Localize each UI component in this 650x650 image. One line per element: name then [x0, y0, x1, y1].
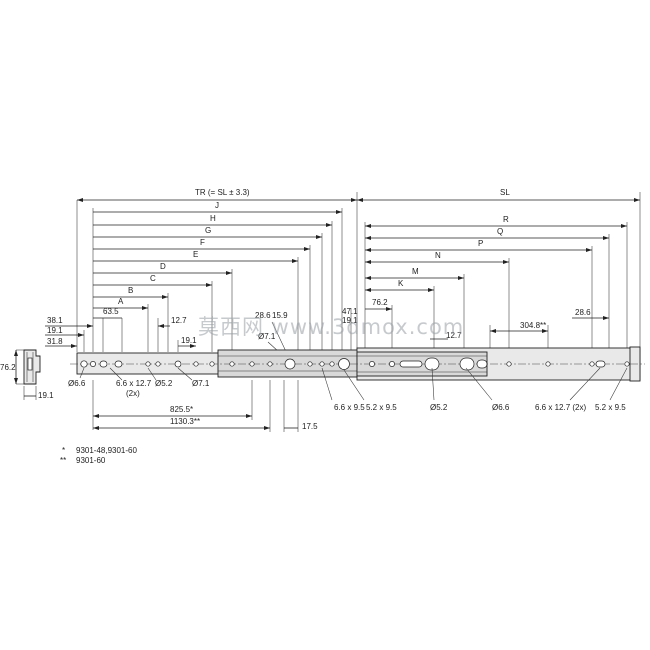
length-825-5: 825.5*: [170, 405, 193, 414]
label-slot-right: 6.6 x 12.7 (2x): [535, 403, 586, 412]
label-d6-6-right: Ø6.6: [492, 403, 510, 412]
dim-letter-G: G: [205, 226, 211, 235]
dim-letter-D: D: [160, 262, 166, 271]
dim-letter-R: R: [503, 215, 509, 224]
dim-47-1: 47.1: [342, 307, 358, 316]
side-width-19-1: 19.1: [38, 391, 54, 400]
large-hole: [284, 358, 296, 370]
dim-letter-K: K: [398, 279, 404, 288]
note-text-1: 9301-48,9301-60: [76, 446, 137, 455]
dim-28-6-left: 28.6: [255, 311, 271, 320]
side-view: 76.2 19.1: [0, 349, 54, 400]
slide-body: [70, 346, 645, 382]
dim-19-1-left: 19.1: [181, 336, 197, 345]
dim-letter-Q: Q: [497, 227, 503, 236]
label-slot-left-count: (2x): [126, 389, 140, 398]
dim-19-1: 19.1: [47, 326, 63, 335]
footnotes: * 9301-48,9301-60 ** 9301-60: [60, 446, 137, 465]
dim-12-7-left: 12.7: [171, 316, 187, 325]
watermark: 莫西网 www.3dmox.com: [198, 315, 464, 339]
label-d7-1-bottom: Ø7.1: [192, 379, 210, 388]
side-height-76-2: 76.2: [0, 363, 16, 372]
dim-d7-1-top: Ø7.1: [258, 332, 276, 341]
tr-label: TR (= SL ± 3.3): [195, 188, 250, 197]
left-small-dimensions: 63.5 38.1 19.1 31.8 12.7 19.1 28.6 15.9 …: [45, 307, 291, 363]
dim-letter-P: P: [478, 239, 483, 248]
bottom-length-dimensions: 825.5* 1130.3** 17.5: [92, 380, 318, 432]
dim-12-7-right: 12.7: [446, 331, 462, 340]
note-mark-2: **: [60, 456, 66, 465]
dim-304-8: 304.8**: [520, 321, 546, 330]
length-17-5: 17.5: [302, 422, 318, 431]
dim-letter-M: M: [412, 267, 419, 276]
dim-28-6-right: 28.6: [575, 308, 591, 317]
note-mark-1: *: [62, 446, 65, 455]
dim-19-1-right: 19.1: [342, 316, 358, 325]
dim-letter-B: B: [128, 286, 133, 295]
overall-dimensions: TR (= SL ± 3.3) SL: [76, 188, 641, 352]
dim-76-2: 76.2: [372, 298, 388, 307]
dim-letter-H: H: [210, 214, 216, 223]
dim-letter-J: J: [215, 201, 219, 210]
label-5-2x9-5-mid: 5.2 x 9.5: [366, 403, 397, 412]
label-d5-2-right: Ø5.2: [430, 403, 448, 412]
dim-15-9: 15.9: [272, 311, 288, 320]
sl-label: SL: [500, 188, 510, 197]
label-6-6x9-5: 6.6 x 9.5: [334, 403, 365, 412]
label-d5-2-left: Ø5.2: [155, 379, 173, 388]
dim-letter-A: A: [118, 297, 124, 306]
dim-letter-E: E: [193, 250, 198, 259]
length-1130-3: 1130.3**: [170, 417, 200, 426]
right-small-dimensions: 47.1 19.1 76.2 12.7 304.8** 28.6: [342, 298, 609, 352]
dim-31-8: 31.8: [47, 337, 63, 346]
dim-letter-N: N: [435, 251, 441, 260]
label-d6-6-left: Ø6.6: [68, 379, 86, 388]
dim-letter-F: F: [200, 238, 205, 247]
bottom-hole-labels: Ø6.6 6.6 x 12.7 (2x) Ø5.2 Ø7.1 6.6 x 9.5…: [68, 367, 628, 412]
right-letter-dimensions: R Q P N M K: [364, 215, 628, 352]
label-slot-left: 6.6 x 12.7: [116, 379, 152, 388]
dim-63-5: 63.5: [103, 307, 119, 316]
left-letter-dimensions: J H G F E D C B: [92, 201, 343, 352]
dim-letter-C: C: [150, 274, 156, 283]
label-5-2x9-5-right: 5.2 x 9.5: [595, 403, 626, 412]
dim-38-1: 38.1: [47, 316, 63, 325]
note-text-2: 9301-60: [76, 456, 106, 465]
